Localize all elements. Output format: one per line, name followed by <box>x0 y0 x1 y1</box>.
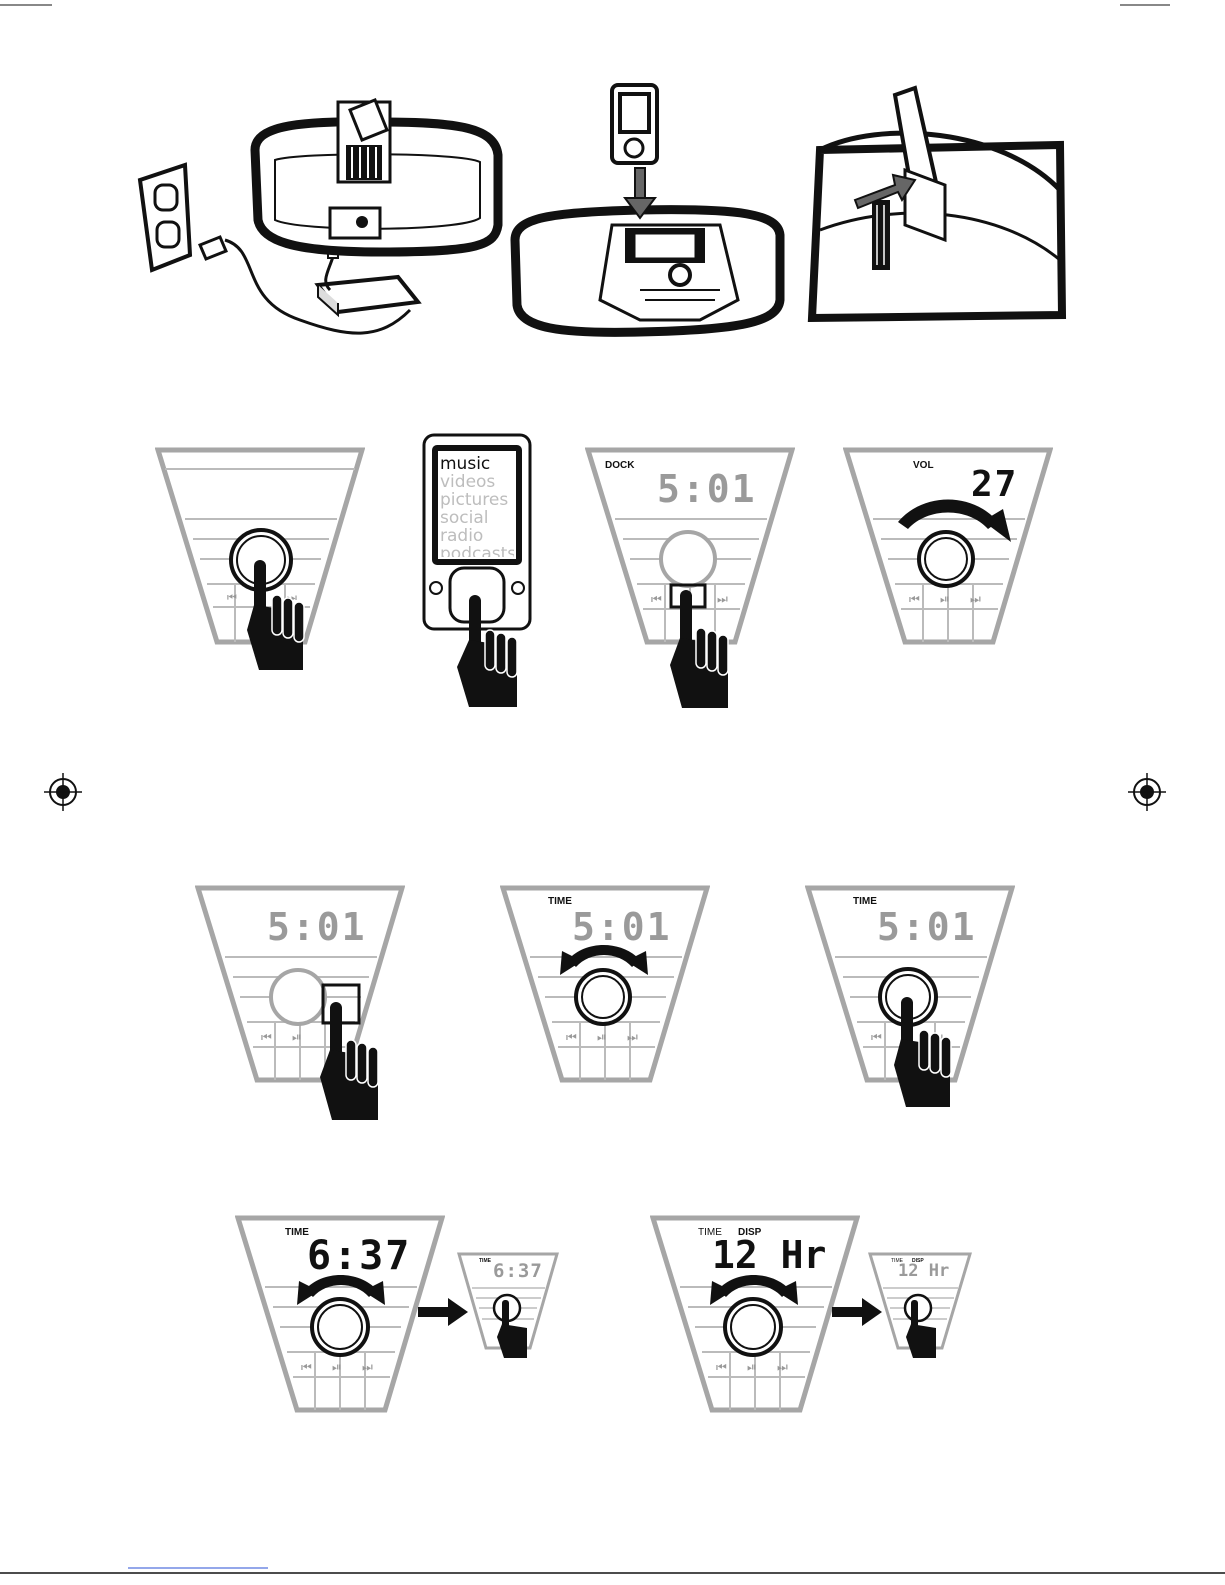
svg-text:⏯: ⏯ <box>292 1030 302 1044</box>
svg-text:⏯: ⏯ <box>940 592 950 606</box>
svg-text:⏮: ⏮ <box>909 592 920 606</box>
mode-label: TIME <box>285 1227 309 1238</box>
svg-text:⏭: ⏭ <box>777 1360 788 1374</box>
svg-text:⏮: ⏮ <box>716 1360 727 1374</box>
mode-label: TIME <box>479 1258 491 1264</box>
registration-mark-icon <box>44 773 82 811</box>
lcd-time: 5:01 <box>572 905 672 949</box>
svg-text:⏮: ⏮ <box>227 592 237 604</box>
menu-item[interactable]: videos <box>440 473 514 491</box>
svg-text:⏯: ⏯ <box>332 1360 342 1374</box>
svg-text:⏮: ⏮ <box>261 1030 272 1044</box>
dock-adapter-icon <box>812 88 1062 318</box>
svg-text:⏮: ⏮ <box>651 592 662 606</box>
mode-label: TIME <box>853 896 877 907</box>
svg-text:⏭: ⏭ <box>970 592 981 606</box>
pointing-hand-icon <box>453 595 521 710</box>
pointing-hand-icon <box>892 997 957 1109</box>
svg-text:⏯: ⏯ <box>597 1030 607 1044</box>
svg-text:⏯: ⏯ <box>747 1360 757 1374</box>
lcd-format: 12 Hr <box>712 1233 826 1277</box>
knob-icon[interactable] <box>919 532 973 586</box>
lcd-time: 6:37 <box>493 1260 543 1282</box>
menu-item[interactable]: radio <box>440 527 514 545</box>
pointing-hand-icon <box>318 1002 383 1122</box>
svg-text:⏭: ⏭ <box>627 1030 638 1044</box>
mode-label: VOL <box>913 460 934 471</box>
menu-item[interactable]: podcasts <box>440 545 514 557</box>
registration-mark-icon <box>1128 773 1166 811</box>
lcd-time: 6:37 <box>307 1233 411 1279</box>
svg-text:⏮: ⏮ <box>566 1030 577 1044</box>
control-panel-set-time: ⏮ ⏯ ⏭ TIME 6:37 <box>235 1215 445 1415</box>
lcd-time: 5:01 <box>657 467 757 511</box>
mode-label: TIME <box>548 896 572 907</box>
svg-text:⏮: ⏮ <box>871 1030 882 1044</box>
lcd-volume: 27 <box>971 464 1018 505</box>
svg-text:⏮: ⏮ <box>301 1360 312 1374</box>
knob-icon[interactable] <box>576 970 630 1024</box>
speaker-dock-back-icon <box>255 100 498 252</box>
svg-text:⏭: ⏭ <box>362 1360 373 1374</box>
speaker-dock-front-icon <box>515 210 780 333</box>
pointing-hand-icon <box>245 560 310 675</box>
lcd-format: 12 Hr <box>898 1261 949 1281</box>
wall-outlet-icon <box>140 165 190 270</box>
lcd-time: 5:01 <box>877 905 977 949</box>
knob-icon[interactable] <box>725 1299 781 1355</box>
menu-item[interactable]: social <box>440 509 514 527</box>
menu-item[interactable]: music <box>440 455 514 473</box>
lcd-time: 5:01 <box>267 905 367 949</box>
control-panel-time-adjust: ⏮ ⏯ ⏭ TIME 5:01 <box>500 885 710 1085</box>
control-panel-set-format: ⏮ ⏯ ⏭ TIME DISP 12 Hr <box>650 1215 860 1415</box>
knob-icon[interactable] <box>312 1299 368 1355</box>
menu-item[interactable]: pictures <box>440 491 514 509</box>
player-menu: music videos pictures social radio podca… <box>440 455 514 557</box>
setup-illustrations <box>0 0 1225 360</box>
pointing-hand-icon <box>905 1300 939 1360</box>
media-player-icon <box>612 85 657 163</box>
control-panel-volume: ⏮ ⏯ ⏭ VOL 27 <box>843 447 1053 647</box>
pointing-hand-icon <box>496 1300 530 1360</box>
pointing-hand-icon <box>668 590 733 710</box>
mode-label: DOCK <box>605 460 634 471</box>
